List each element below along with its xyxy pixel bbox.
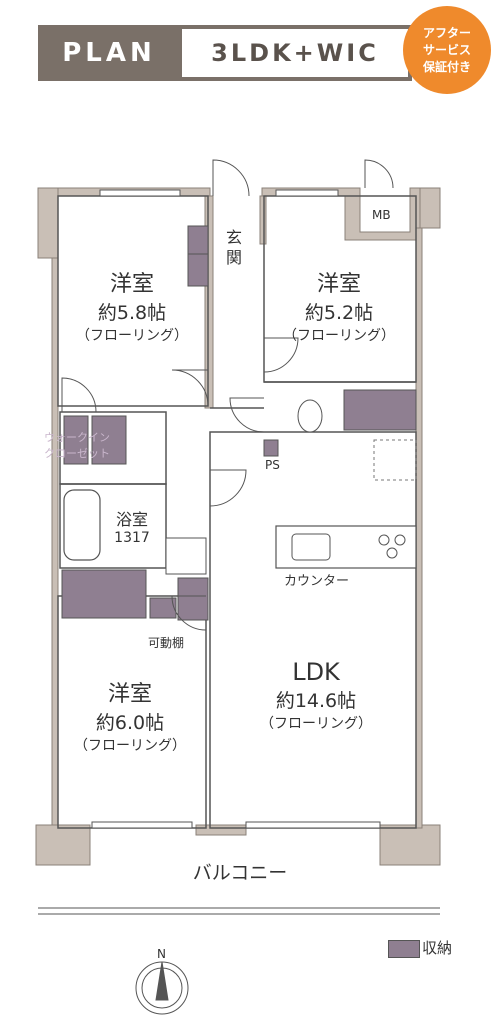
room-western-2-size: 約5.2帖 bbox=[304, 302, 374, 324]
wall-bottom-right bbox=[379, 824, 441, 866]
window-west2 bbox=[275, 189, 339, 197]
wall-right bbox=[415, 227, 423, 829]
door-toilet bbox=[229, 397, 265, 433]
room-western-2-name: 洋室 bbox=[316, 272, 361, 297]
room-frame-bath bbox=[59, 483, 167, 569]
storage-wic-2 bbox=[91, 415, 127, 465]
storage-entrance-1 bbox=[187, 225, 209, 255]
room-western-3-name: 洋室 bbox=[107, 682, 152, 707]
stove-burner-1 bbox=[378, 534, 390, 546]
room-western-2: 洋室 約5.2帖 （フローリング） bbox=[276, 266, 402, 345]
window-ldk bbox=[245, 821, 381, 829]
room-western-3-floor: （フローリング） bbox=[74, 738, 186, 754]
room-bath: 浴室 1317 bbox=[104, 506, 160, 546]
room-bath-size: 1317 bbox=[114, 530, 150, 546]
wall-bottom-mid bbox=[195, 824, 247, 836]
after-service-badge: アフター サービス 保証付き bbox=[403, 6, 491, 94]
wall-left bbox=[37, 187, 211, 259]
wall-left-column bbox=[37, 187, 59, 259]
room-ldk-name: LDK bbox=[292, 658, 340, 686]
label-mb: MB bbox=[372, 208, 391, 222]
room-western-1-floor: （フローリング） bbox=[76, 328, 188, 344]
label-wic-2: クローゼット bbox=[44, 447, 110, 460]
wall-bottom-left bbox=[35, 824, 91, 866]
room-frame-ldk bbox=[209, 431, 417, 829]
north-marker: N bbox=[157, 947, 166, 961]
room-western-3: 洋室 約6.0帖 （フローリング） bbox=[68, 676, 192, 755]
toilet bbox=[297, 399, 323, 433]
room-western-2-floor: （フローリング） bbox=[283, 328, 395, 344]
door-wic bbox=[61, 377, 97, 413]
kitchen-sink bbox=[291, 533, 331, 561]
wash-basin bbox=[165, 537, 207, 575]
badge-line-1: アフター bbox=[422, 25, 471, 40]
compass bbox=[135, 961, 189, 1015]
room-western-3-size: 約6.0帖 bbox=[95, 712, 165, 734]
wall-entrance-left bbox=[204, 195, 214, 409]
room-ldk-size: 約14.6帖 bbox=[275, 690, 357, 712]
room-western-1: 洋室 約5.8帖 （フローリング） bbox=[72, 266, 192, 345]
label-balcony: バルコニー bbox=[192, 862, 288, 884]
bathtub bbox=[63, 489, 101, 561]
door-ldk bbox=[209, 469, 247, 507]
storage-hall-1 bbox=[149, 597, 177, 619]
wall-right-column bbox=[419, 187, 441, 229]
label-movable-shelf: 可動棚 bbox=[148, 636, 185, 650]
room-western-1-name: 洋室 bbox=[109, 272, 154, 297]
stove-burner-3 bbox=[386, 547, 398, 559]
wall-entrance-right bbox=[259, 195, 267, 245]
window-west1 bbox=[99, 189, 181, 197]
badge-line-3: 保証付き bbox=[422, 59, 471, 74]
storage-west2 bbox=[343, 389, 417, 431]
storage-ps bbox=[263, 439, 279, 457]
door-west3 bbox=[171, 595, 207, 631]
badge-line-2: サービス bbox=[422, 42, 471, 57]
room-ldk: LDK 約14.6帖 （フローリング） bbox=[246, 658, 386, 733]
storage-hall-2 bbox=[177, 577, 209, 621]
label-ps: PS bbox=[265, 458, 280, 472]
room-bath-name: 浴室 bbox=[115, 510, 148, 529]
window-west3 bbox=[91, 821, 193, 829]
stove-burner-2 bbox=[394, 534, 406, 546]
label-wic-1: ウォークイン bbox=[44, 431, 110, 444]
storage-wic-1 bbox=[63, 415, 89, 465]
legend-storage-label: 収納 bbox=[422, 939, 453, 957]
door-mb bbox=[364, 159, 394, 189]
storage-entrance-2 bbox=[187, 253, 209, 287]
wall-left-lower bbox=[51, 257, 59, 839]
label-counter: カウンター bbox=[284, 574, 350, 589]
layout-type: 3LDK+WIC bbox=[182, 29, 408, 77]
storage-west3 bbox=[61, 569, 147, 619]
door-west2 bbox=[263, 337, 299, 373]
kitchen-hood bbox=[373, 439, 417, 481]
door-west1 bbox=[171, 369, 209, 407]
plan-label: PLAN bbox=[62, 38, 156, 68]
door-entrance bbox=[212, 159, 250, 197]
room-western-1-size: 約5.8帖 bbox=[97, 302, 167, 324]
label-entrance: 玄関 bbox=[226, 228, 243, 267]
room-ldk-floor: （フローリング） bbox=[260, 716, 372, 732]
legend-storage-swatch bbox=[388, 940, 420, 958]
